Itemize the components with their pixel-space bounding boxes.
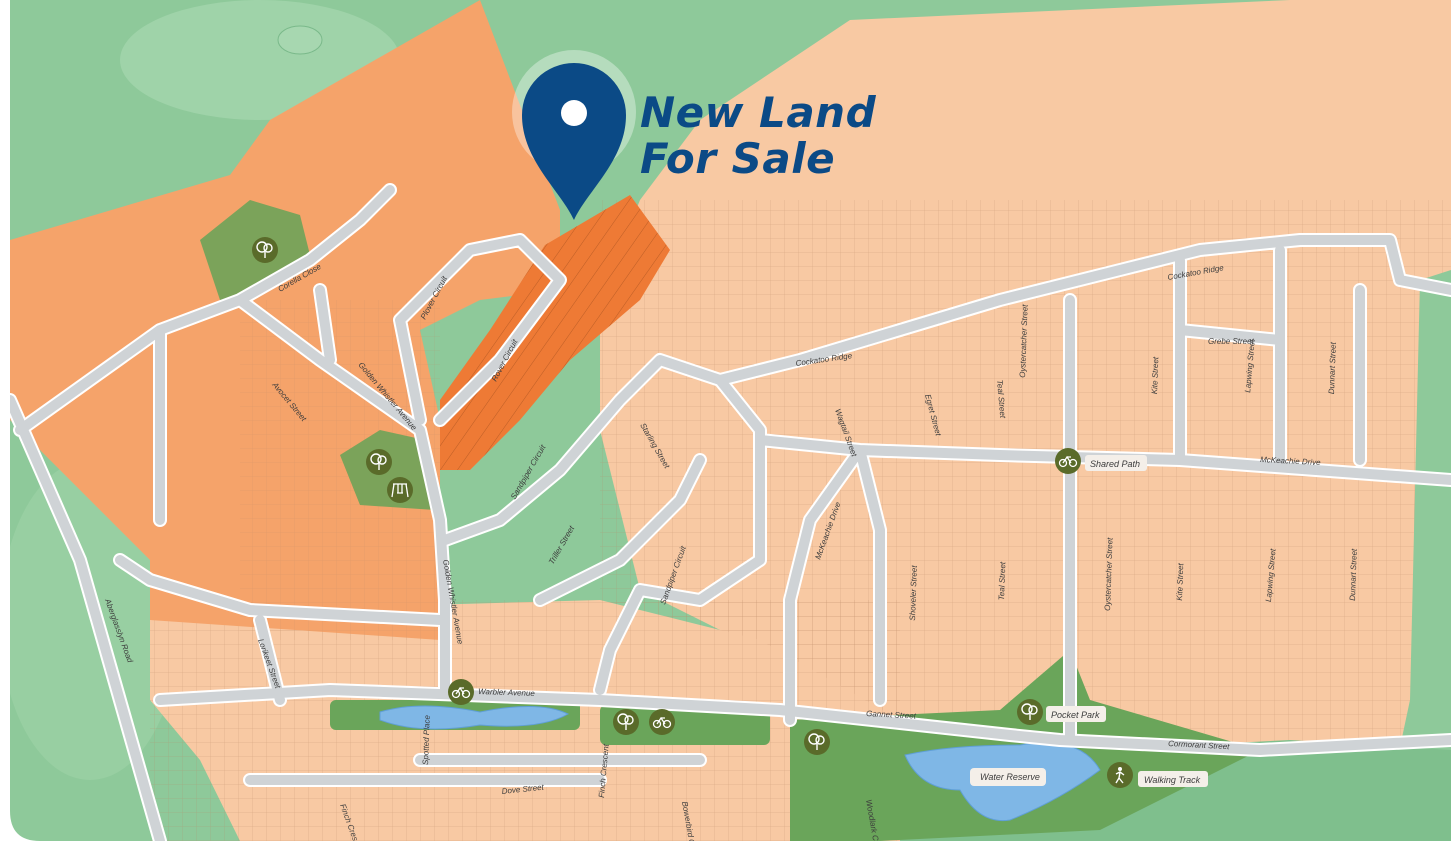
swing-icon <box>387 477 413 503</box>
street-label: Grebe Street <box>1208 337 1255 346</box>
headline-line-2: For Sale <box>640 134 836 183</box>
street-label: Dunnart Street <box>1327 341 1338 394</box>
street-label: Oystercatcher Street <box>1103 537 1115 611</box>
bicycle-icon <box>448 679 474 705</box>
street-label: Spotted Place <box>421 714 432 765</box>
land-featured-release-lots <box>440 195 670 470</box>
amenity-label-bg <box>1046 706 1106 722</box>
amenity-label-pocket-park: Pocket Park <box>1051 710 1100 720</box>
tree-icon <box>366 449 392 475</box>
street-label: Gannet Street <box>866 709 917 721</box>
dam <box>277 25 323 55</box>
amenity-label-bg <box>970 768 1046 786</box>
headline: New Land For Sale <box>640 90 876 182</box>
amenity-label-shared-path: Shared Path <box>1090 459 1140 469</box>
amenity-label-water-reserve: Water Reserve <box>980 772 1040 782</box>
street-label: Warbler Avenue <box>478 687 536 698</box>
street-label: Teal Street <box>995 379 1007 419</box>
street-label: Dove Street <box>501 783 545 796</box>
tree-icon <box>252 237 278 263</box>
amenity-label-bg <box>1138 771 1208 787</box>
street-label: McKeachie Drive <box>1260 455 1321 467</box>
tree-icon <box>804 729 830 755</box>
street-label: Shoveler Street <box>908 565 919 621</box>
street-label: Cormorant Street <box>1168 739 1231 751</box>
street-label: Dunnart Street <box>1348 548 1359 601</box>
tree-icon <box>1017 699 1043 725</box>
bicycle-icon <box>649 709 675 735</box>
street-label: Kite Street <box>1175 562 1185 600</box>
headline-line-1: New Land <box>640 88 877 137</box>
street-label: Teal Street <box>997 561 1007 600</box>
tree-icon <box>613 709 639 735</box>
amenity-label-walking-track: Walking Track <box>1144 775 1201 785</box>
location-pin-icon[interactable] <box>512 50 636 220</box>
water-warbler-pond <box>379 705 570 730</box>
street-label: Oystercatcher Street <box>1018 304 1030 378</box>
street-label: Kite Street <box>1150 356 1160 394</box>
road-network <box>10 185 1451 841</box>
walking-icon <box>1107 762 1133 788</box>
bicycle-icon <box>1055 448 1081 474</box>
grass-right <box>1380 270 1451 841</box>
amenity-label-bg <box>1085 455 1147 471</box>
park-gannet-strip <box>600 705 770 745</box>
